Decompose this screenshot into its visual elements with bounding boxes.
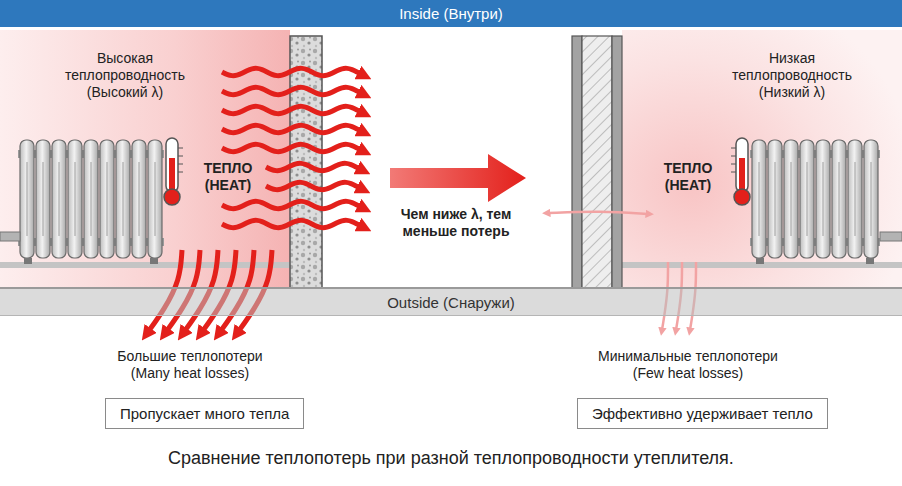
heat-label: ТЕПЛО (HEAT): [193, 160, 263, 194]
thermometer: [731, 138, 750, 205]
label-text: Высокая теплопроводность (Высокий λ): [65, 50, 185, 100]
heat-label: ТЕПЛО (HEAT): [653, 160, 723, 194]
label-text: Минимальные теплопотери (Few heat losses…: [598, 348, 778, 381]
result-box: Пропускает много тепла: [105, 398, 304, 429]
heat-arrow: [266, 163, 361, 170]
result-box: Эффективно удерживает тепло: [577, 398, 828, 429]
result-label: Большие теплопотери (Many heat losses): [100, 348, 280, 382]
heat-arrow: [222, 144, 362, 151]
label-text: ТЕПЛО (HEAT): [664, 160, 713, 193]
property-label: Высокая теплопроводность (Высокий λ): [50, 50, 200, 100]
label-text: Низкая теплопроводность (Низкий λ): [732, 50, 852, 100]
note-label: Чем ниже λ, тем меньше потерь: [381, 206, 531, 240]
result-label: Минимальные теплопотери (Few heat losses…: [583, 348, 793, 382]
outside-band: Outside (Снаружи): [0, 287, 902, 316]
node-text: Outside (Снаружи): [387, 294, 515, 311]
heat-arrow: [222, 220, 362, 227]
heat-arrow: [222, 68, 362, 75]
heat-arrow: [222, 87, 362, 94]
heat-arrow: [548, 212, 648, 214]
radiator: [0, 140, 164, 264]
node-text: Inside (Внутри): [399, 5, 503, 22]
label-text: Большие теплопотери (Many heat losses): [117, 348, 262, 381]
inside-band: Inside (Внутри): [0, 0, 902, 27]
caption-text: Сравнение теплопотерь при разной теплопр…: [168, 448, 734, 468]
heat-arrow: [266, 182, 361, 189]
radiator: [750, 140, 902, 264]
node-text: Пропускает много тепла: [120, 405, 289, 422]
label-text: ТЕПЛО (HEAT): [204, 160, 253, 193]
node-text: Эффективно удерживает тепло: [592, 405, 813, 422]
heat-arrow: [222, 106, 362, 113]
caption: Сравнение теплопотерь при разной теплопр…: [168, 448, 734, 469]
heat-arrow: [222, 125, 362, 132]
heat-arrow: [222, 201, 362, 208]
thermometer: [164, 138, 183, 205]
label-text: Чем ниже λ, тем меньше потерь: [401, 206, 512, 239]
property-label: Низкая теплопроводность (Низкий λ): [717, 50, 867, 100]
